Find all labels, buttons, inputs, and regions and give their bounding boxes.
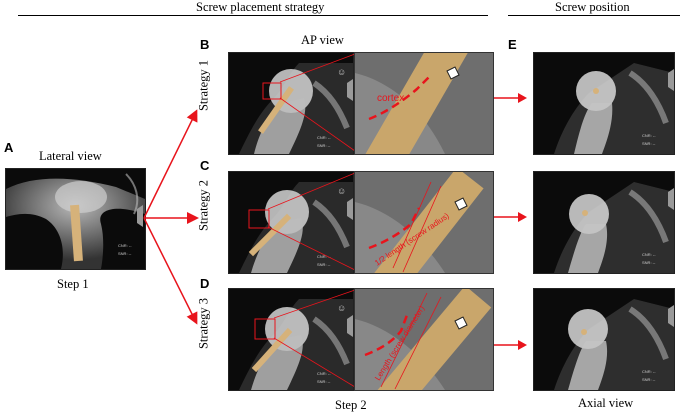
panel-a-caption: Step 1 [57,277,89,291]
strategy-1-label: Strategy 1 [196,59,211,112]
panel-b-title: AP view [301,33,344,47]
panel-a-letter: A [4,140,14,155]
svg-text:CNR: --: CNR: -- [642,252,656,257]
svg-text:SNR: --: SNR: -- [642,260,656,265]
svg-text:SNR: --: SNR: -- [317,379,331,384]
svg-text:CNR: --: CNR: -- [118,243,132,248]
svg-text:CNR: --: CNR: -- [642,133,656,138]
strategy-2-label: Strategy 2 [196,179,211,232]
screw-dot-3 [581,329,587,335]
svg-text:SNR: --: SNR: -- [118,251,132,256]
roi-box-strategy-1 [262,82,282,100]
svg-text:CNR: --: CNR: -- [642,369,656,374]
lateral-screw [70,204,83,262]
axial-xray-3: CNR: -- SNR: -- [533,288,675,391]
panel-c-letter: C [200,158,210,173]
svg-text:CNR: --: CNR: -- [317,254,331,259]
svg-text:SNR: --: SNR: -- [317,262,331,267]
screw-dot-2 [582,210,588,216]
screw-strategy-2 [248,213,292,257]
panel-d-letter: D [200,276,210,291]
screw-strategy-3 [251,327,293,373]
strategy-3-label: Strategy 3 [196,297,211,350]
panel-b-letter: B [200,37,210,52]
zoom-screw-2 [364,172,484,273]
cortex-annotation: cortex [377,93,404,104]
arrow-d-to-e [494,340,527,350]
svg-text:SNR: --: SNR: -- [642,141,656,146]
panel-e-caption: Axial view [578,396,634,410]
zoom-strategy-2: 1/2 length (screw radius) [354,171,494,274]
branch-arrows [143,109,199,325]
ap-xray-strategy-1: ☺ CNR: -- SNR: -- [228,52,354,155]
roi-box-strategy-3 [254,318,276,340]
header-right-title: Screw position [555,0,630,14]
lateral-xray-image: CNR: -- SNR: -- [5,168,146,270]
header-rule-left [18,15,488,16]
svg-text:CNR: --: CNR: -- [317,135,331,140]
ap-xray-strategy-2: ☺ CNR: -- SNR: -- [228,171,354,274]
lateral-xray-drawing: CNR: -- SNR: -- [6,173,145,269]
arrow-b-to-e [494,93,527,103]
arrow-c-to-e [494,212,527,222]
axial-xray-1: CNR: -- SNR: -- [533,52,675,155]
svg-text:☺: ☺ [337,186,346,196]
panel-d-caption: Step 2 [335,398,367,412]
zoom-lines-c [267,172,356,271]
header-left-title: Screw placement strategy [196,0,325,14]
svg-text:☺: ☺ [337,67,346,77]
zoom-lines-b [279,53,356,152]
screw-dot-1 [593,88,599,94]
screw-strategy-1 [258,86,294,134]
panel-e-letter: E [508,37,517,52]
axial-xray-2: CNR: -- SNR: -- [533,171,675,274]
panel-a-title: Lateral view [39,149,102,163]
zoom-strategy-3: Length (screw diameter) [354,288,494,391]
svg-text:CNR: --: CNR: -- [317,371,331,376]
zoom-strategy-1: cortex [354,52,494,155]
header-rule-right [508,15,680,16]
svg-text:SNR: --: SNR: -- [317,143,331,148]
zoom-lines-d [273,289,356,388]
svg-text:☺: ☺ [337,303,346,313]
zoom-screw-1 [360,53,468,154]
roi-box-strategy-2 [248,209,270,229]
svg-text:SNR: --: SNR: -- [642,377,656,382]
